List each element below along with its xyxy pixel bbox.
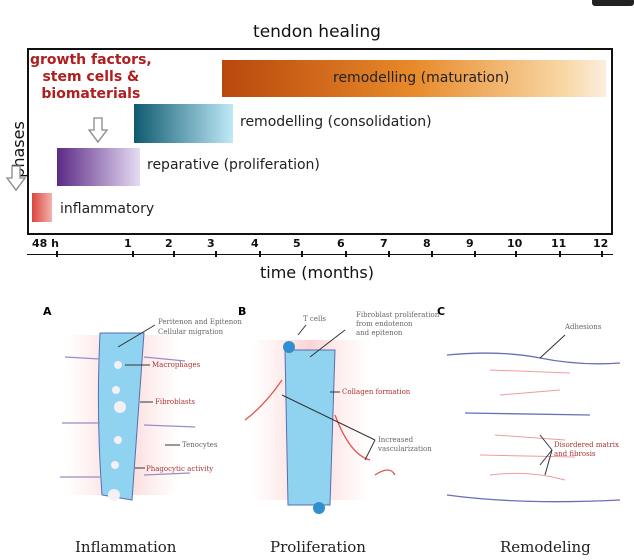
panel-b-illustration: B T cells Fibroblast proliferation from … (238, 305, 440, 514)
illustration-label (108, 361, 126, 501)
illustration-label: and fibrosis (554, 450, 596, 458)
illustration-label: Macrophages (152, 361, 201, 369)
chart-title: tendon healing (253, 22, 381, 42)
illustration-label (244, 379, 396, 476)
illustration-label: Increased (378, 436, 414, 444)
window-control[interactable] (592, 0, 634, 6)
x-tick-label: 12 (593, 237, 609, 250)
x-tick-mark (601, 251, 603, 257)
x-tick-label: 6 (337, 237, 345, 250)
x-tick-label: 8 (423, 237, 431, 250)
x-tick-label: 5 (293, 237, 301, 250)
label-maturation: remodelling (maturation) (333, 70, 510, 86)
arrow-down-icon (5, 165, 27, 192)
x-tick-label: 2 (165, 237, 173, 250)
x-tick-mark (388, 251, 390, 257)
illustration-label: Adhesions (564, 323, 602, 331)
panel-c-illustration: C Adhesions Disordered matrix and fibros… (437, 305, 621, 503)
x-tick-mark (474, 251, 476, 257)
illustration-label: Collagen formation (342, 388, 411, 396)
caption-inflammation: Inflammation (75, 538, 177, 556)
illustration-label (479, 369, 576, 481)
illustration-label: and epitenon (356, 329, 403, 337)
illustration-label: T cells (303, 315, 326, 323)
illustration-label (539, 334, 566, 476)
illustration-label (446, 352, 621, 503)
x-tick-mark (559, 251, 561, 257)
illustration-label: Tenocytes (182, 441, 218, 449)
bar-maturation (222, 60, 606, 97)
caption-proliferation: Proliferation (270, 538, 366, 556)
bar-consolidation (134, 104, 233, 143)
annotation-line: growth factors, (30, 52, 152, 68)
x-tick-label: 3 (207, 237, 215, 250)
panel-a-letter: A (43, 305, 52, 318)
x-tick-mark (215, 251, 217, 257)
x-tick-label: 4 (251, 237, 259, 250)
arrows (5, 117, 109, 192)
x-tick-label: 11 (551, 237, 567, 250)
x-axis (27, 254, 613, 255)
label-consolidation: remodelling (consolidation) (240, 114, 432, 130)
illustration-label: Cellular migration (158, 328, 224, 336)
illustrations: A Peritenon and Epitenon Cellular migrat… (43, 305, 621, 514)
panel-c-letter: C (437, 305, 445, 318)
illustration-label: from endotenon (356, 320, 413, 328)
caption-remodeling: Remodeling (500, 538, 591, 556)
x-tick-mark (301, 251, 303, 257)
illustration-label (281, 324, 376, 461)
panel-a-illustration: A Peritenon and Epitenon Cellular migrat… (43, 305, 242, 501)
illustration-label: Disordered matrix (554, 441, 619, 449)
x-tick-label: 10 (507, 237, 523, 250)
bar-inflammatory (32, 193, 52, 222)
annotation-growth-factors: growth factors, stem cells & biomaterial… (30, 52, 152, 103)
illustration-label (60, 356, 196, 478)
illustration-label: vascularization (377, 445, 432, 453)
illustration-label: Peritenon and Epitenon (158, 318, 242, 326)
x-tick-label: 7 (380, 237, 388, 250)
x-tick-mark (259, 251, 261, 257)
x-tick-label: 48 h (32, 237, 59, 250)
x-tick-mark (515, 251, 517, 257)
bar-reparative (57, 148, 140, 186)
x-tick-mark (431, 251, 433, 257)
x-axis-label: time (months) (260, 263, 374, 282)
arrow-down-icon (87, 117, 109, 144)
illustration-label: Phagocytic activity (146, 465, 213, 473)
x-tick-mark (56, 251, 58, 257)
x-tick-mark (132, 251, 134, 257)
illustration-label: Fibroblasts (155, 398, 195, 406)
annotation-line: stem cells & (42, 69, 140, 85)
panel-b-letter: B (238, 305, 246, 318)
x-tick-mark (345, 251, 347, 257)
illustration-label (117, 324, 180, 469)
label-inflammatory: inflammatory (60, 201, 155, 217)
label-reparative: reparative (proliferation) (147, 157, 320, 173)
timeline-frame (27, 48, 613, 235)
x-tick-label: 9 (466, 237, 474, 250)
annotation-line: biomaterials (41, 86, 141, 102)
illustration-label: Fibroblast proliferation (356, 311, 440, 319)
x-tick-mark (173, 251, 175, 257)
x-tick-label: 1 (124, 237, 132, 250)
